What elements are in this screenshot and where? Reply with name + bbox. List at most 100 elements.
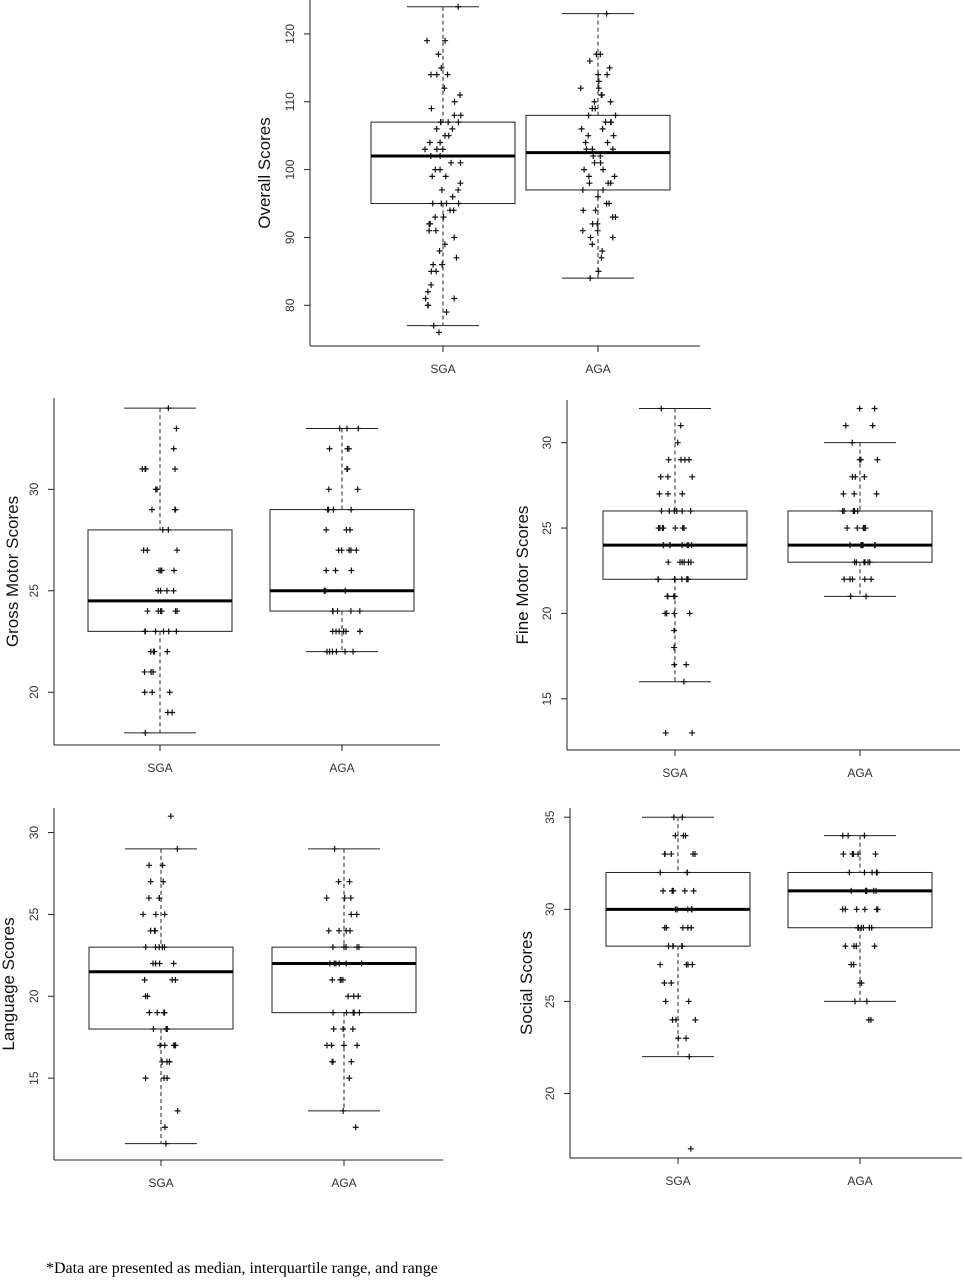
data-point	[428, 268, 435, 275]
data-point	[355, 993, 362, 1000]
data-point	[679, 814, 686, 821]
data-point	[444, 71, 451, 78]
data-point	[451, 234, 458, 241]
data-point	[661, 980, 668, 986]
data-point	[141, 628, 148, 635]
data-point	[686, 456, 693, 463]
data-point	[424, 302, 431, 309]
data-point	[346, 1075, 353, 1082]
data-point	[690, 851, 697, 858]
data-point	[170, 587, 177, 594]
data-point	[683, 1035, 690, 1042]
data-point	[147, 878, 154, 885]
y-tick-label: 25	[540, 521, 554, 535]
data-point	[436, 248, 443, 255]
data-point	[438, 186, 445, 193]
data-point	[356, 628, 363, 635]
data-point	[457, 112, 464, 119]
data-point	[453, 254, 460, 261]
data-point	[590, 153, 597, 160]
data-point	[154, 486, 161, 493]
box-aga	[269, 427, 415, 653]
data-point	[329, 944, 336, 951]
y-tick-label: 30	[27, 482, 41, 496]
data-point	[582, 139, 589, 146]
data-point	[429, 200, 436, 207]
data-point	[442, 37, 449, 44]
data-point	[611, 173, 618, 180]
box-aga	[525, 13, 671, 279]
data-point	[351, 1009, 358, 1016]
data-point	[330, 1009, 337, 1016]
data-point	[329, 976, 336, 983]
data-point	[862, 887, 869, 894]
data-point	[323, 1042, 330, 1049]
data-point	[592, 207, 599, 214]
data-point	[343, 927, 350, 934]
data-point	[672, 832, 679, 839]
data-point	[448, 159, 455, 166]
x-tick-label: SGA	[665, 1174, 690, 1188]
data-point	[853, 906, 860, 913]
data-point	[607, 180, 614, 187]
data-point	[455, 186, 462, 193]
data-point	[173, 425, 180, 432]
data-point	[441, 85, 448, 92]
data-point	[152, 628, 159, 635]
points-sga	[139, 405, 181, 736]
points-aga	[577, 10, 619, 282]
data-point	[456, 91, 463, 98]
data-point	[172, 976, 179, 983]
data-point	[577, 85, 584, 92]
data-point	[429, 173, 436, 180]
iqr-box	[269, 509, 415, 612]
data-point	[680, 832, 687, 839]
data-point	[587, 275, 594, 282]
data-point	[681, 525, 688, 532]
data-point	[155, 608, 162, 615]
data-point	[586, 58, 593, 65]
data-point	[672, 1016, 679, 1023]
data-point	[356, 608, 363, 615]
data-point	[848, 887, 855, 894]
points-aga	[839, 832, 881, 1023]
y-tick-label: 30	[27, 826, 41, 840]
data-point	[861, 869, 868, 876]
data-point	[688, 924, 695, 931]
data-point	[144, 608, 151, 615]
y-tick-label: 15	[540, 692, 554, 706]
data-point	[861, 832, 868, 839]
data-point	[164, 648, 171, 655]
data-point	[580, 207, 587, 214]
data-point	[457, 180, 464, 187]
data-point	[326, 648, 333, 655]
data-point	[160, 878, 167, 885]
data-point	[329, 1058, 336, 1065]
data-point	[150, 960, 157, 967]
data-point	[332, 567, 339, 574]
data-point	[439, 261, 446, 268]
data-point	[851, 998, 858, 1005]
data-point	[142, 1075, 149, 1082]
data-point	[437, 153, 444, 160]
data-point	[666, 507, 673, 514]
x-tick-label: AGA	[585, 362, 610, 376]
data-point	[609, 234, 616, 241]
y-tick-label: 20	[27, 989, 41, 1003]
data-point	[671, 661, 678, 668]
data-point	[437, 119, 444, 126]
data-point	[689, 729, 696, 736]
data-point	[841, 576, 848, 583]
data-point	[657, 961, 664, 968]
data-point	[869, 869, 876, 876]
data-point	[150, 1026, 157, 1033]
data-point	[687, 507, 694, 514]
data-point	[668, 851, 675, 858]
data-point	[323, 567, 330, 574]
data-point	[322, 587, 329, 594]
data-point	[165, 405, 172, 412]
data-point	[172, 506, 179, 513]
data-point	[595, 85, 602, 92]
